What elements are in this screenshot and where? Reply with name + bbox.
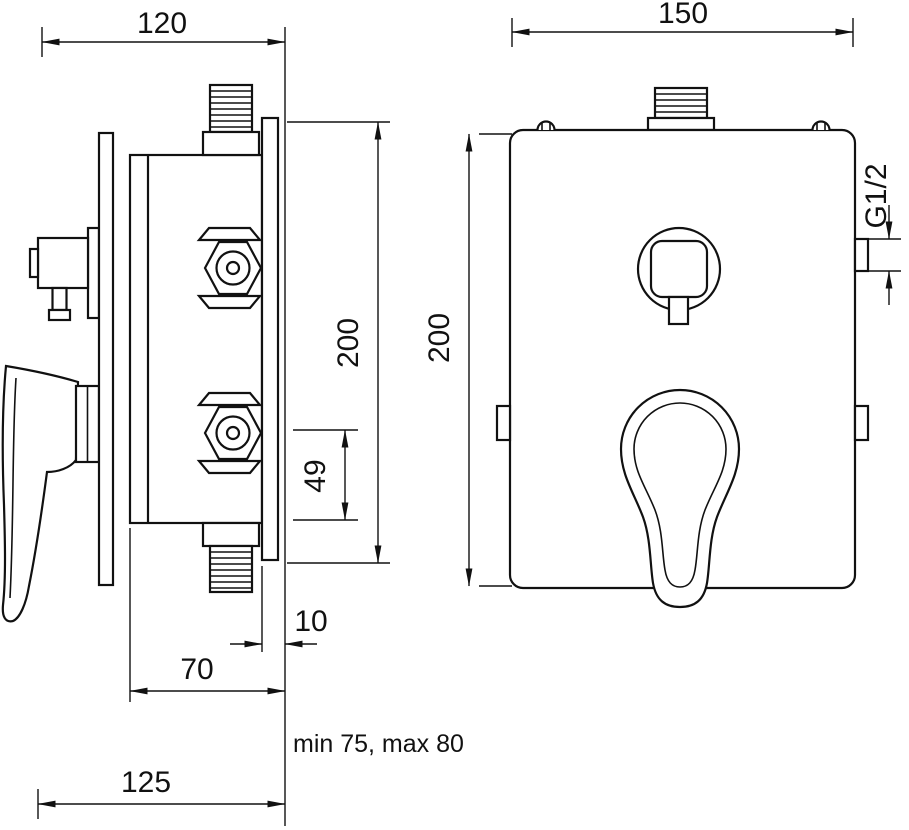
hex-bracket-upper-top <box>196 226 263 242</box>
side-view: 120 200 49 10 70 <box>1 7 464 826</box>
front-view: 150 200 G1/2 <box>423 0 901 609</box>
knob-mount-side <box>86 226 101 320</box>
diverter-knob-side <box>36 236 90 290</box>
install-depth-note: min 75, max 80 <box>293 730 464 758</box>
pipe-flange-top-side <box>201 130 261 157</box>
wall-plate-side <box>97 131 115 587</box>
screw-right-slots <box>816 122 826 130</box>
dim-49: 49 <box>293 429 358 521</box>
pipe-flange-bottom-side <box>201 521 261 548</box>
side-tab-left <box>495 404 512 442</box>
hex-bracket-lower-top <box>196 391 263 407</box>
thread-hatch-top-side <box>210 90 252 128</box>
dim-label-49: 49 <box>299 459 332 492</box>
dim-120: 120 <box>41 7 286 57</box>
screw-right-icon <box>811 120 831 131</box>
dim-label-200-side: 200 <box>332 318 365 368</box>
dim-label-150: 150 <box>658 0 708 30</box>
pipe-bottom-side <box>208 544 254 594</box>
thread-hatch-top-front <box>655 93 707 113</box>
dim-200-front: 200 <box>423 133 512 587</box>
mounting-plate-side <box>260 116 280 562</box>
dim-label-120: 120 <box>137 7 187 40</box>
dim-label-200-front: 200 <box>423 313 456 363</box>
knob-stem-foot <box>47 308 72 322</box>
thread-hatch-bottom-side <box>210 551 252 589</box>
dim-label-10: 10 <box>294 605 327 638</box>
hex-lower-inner-circle <box>225 425 241 441</box>
lever-handle-front <box>619 388 741 609</box>
pipe-top-front <box>653 86 709 120</box>
dim-125: 125 <box>37 766 286 819</box>
dim-label-125: 125 <box>121 766 171 799</box>
dim-10: 10 <box>230 566 328 652</box>
lever-handle-detail-line <box>9 377 17 599</box>
outlet-tab-g12 <box>853 237 870 273</box>
knob-stem-side <box>51 286 68 312</box>
diverter-knob-grip <box>649 239 709 299</box>
knob-cap-side <box>28 247 40 279</box>
lever-handle-front-inner <box>633 402 727 588</box>
hex-bracket-lower-bottom <box>196 459 263 475</box>
lever-handle-side <box>1 364 80 623</box>
pipe-flange-top-front <box>646 116 716 132</box>
dim-70: 70 <box>129 528 286 702</box>
side-tab-right <box>853 404 870 442</box>
screw-left-slots <box>541 122 551 130</box>
thread-label-g12: G1/2 <box>860 163 893 228</box>
hex-bracket-upper-bottom <box>196 294 263 310</box>
dim-g12: G1/2 <box>860 163 901 305</box>
dim-label-70: 70 <box>180 653 213 686</box>
hex-upper-inner-circle <box>225 260 241 276</box>
dim-150: 150 <box>511 0 854 47</box>
diverter-stem-front <box>667 295 690 326</box>
dim-200-side: 200 <box>287 121 390 564</box>
screw-left-icon <box>536 120 556 131</box>
